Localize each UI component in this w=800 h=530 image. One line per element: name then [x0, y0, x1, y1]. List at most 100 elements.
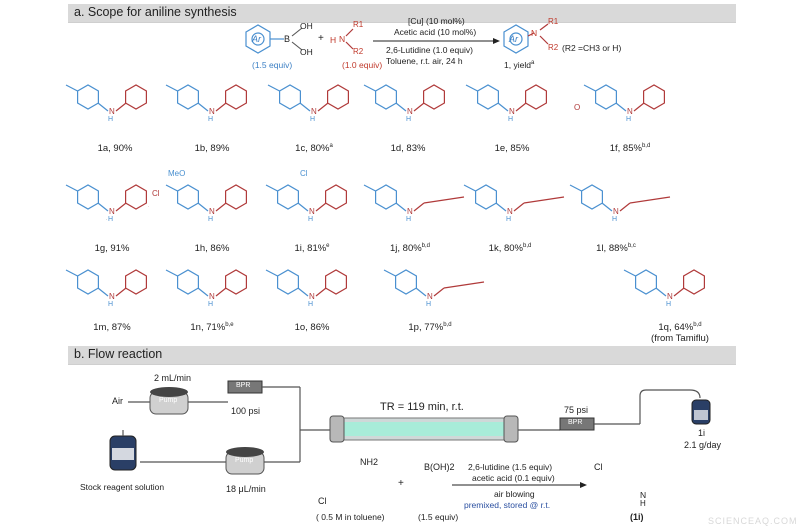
from-tamiflu: (from Tamiflu) — [651, 333, 709, 344]
compound-label-1f: 1f, 85%b,d — [609, 143, 651, 155]
eq-amine-nh2: NH2 — [360, 457, 379, 467]
amine-ring — [642, 84, 666, 110]
atom-label: N — [309, 207, 315, 216]
cond-2: Acetic acid (10 mol%) — [394, 27, 477, 37]
scheme-plus: + — [318, 33, 324, 44]
aryl-ring — [477, 84, 499, 110]
compound-label-1e: 1e, 85% — [494, 143, 530, 154]
flow-product-rate: 2.1 g/day — [684, 440, 722, 450]
atom-label: H — [666, 301, 671, 308]
amine-ring — [423, 84, 445, 110]
panel-b-header: b. Flow reaction — [68, 346, 736, 365]
compound-label-1l: 1l, 88%b,c — [596, 243, 636, 255]
atom-label: N — [209, 107, 215, 116]
watermark: SCIENCEAQ.COM — [708, 516, 798, 526]
compound-label-1b: 1b, 89% — [194, 143, 230, 154]
aryl-ring — [475, 184, 497, 210]
eq-boronic: B(OH)2 — [424, 462, 455, 472]
compound-label-1k: 1k, 80%b,d — [488, 243, 532, 255]
atom-label: MeO — [168, 169, 185, 178]
amine-h: H — [330, 35, 337, 45]
panel-a-header: a. Scope for aniline synthesis — [68, 4, 736, 23]
atom-label: N — [109, 292, 115, 301]
atom-label: N — [309, 292, 315, 301]
pump-2-label: Pump — [235, 457, 254, 464]
aryl-ring — [277, 184, 299, 210]
reagent1-oh2: OH — [300, 47, 313, 57]
aryl-ring — [594, 84, 618, 110]
aryl-ring — [395, 269, 417, 295]
amine-ring — [327, 84, 349, 110]
atom-label: N — [407, 107, 413, 116]
eq-cond-4: premixed, stored @ r.t. — [464, 500, 551, 510]
atom-label: H — [626, 116, 631, 123]
cond-3: 2,6-Lutidine (1.0 equiv) — [386, 45, 473, 55]
reagent1-oh1: OH — [300, 21, 313, 31]
amine-ring — [225, 84, 247, 110]
compound-label-1q: 1q, 64%b,d — [658, 322, 702, 334]
atom-label: N — [311, 107, 317, 116]
atom-label: H — [506, 216, 511, 223]
reactor-label: TR = 119 min, r.t. — [380, 401, 464, 413]
flow-diagram — [109, 380, 711, 488]
amine-ring — [325, 184, 347, 210]
atom-label: N — [109, 107, 115, 116]
flow-product-label: 1i — [698, 428, 706, 438]
atom-label: H — [426, 301, 431, 308]
compound-label-1g: 1g, 91% — [94, 243, 130, 254]
amine-ring — [124, 269, 147, 295]
amine-ring — [325, 269, 347, 295]
eq-amine-note: ( 0.5 M in toluene) — [316, 512, 385, 522]
atom-label: N — [509, 107, 515, 116]
eq-plus: + — [398, 478, 404, 489]
atom-label: Cl — [148, 206, 150, 208]
atom-label: H — [406, 216, 411, 223]
atom-label: H — [310, 116, 315, 123]
eq-cond-1: 2,6-lutidine (1.5 equiv) — [468, 462, 553, 472]
eq-boronic-equiv: (1.5 equiv) — [418, 512, 459, 522]
aryl-ring — [375, 84, 397, 110]
compound-label-1o: 1o, 86% — [294, 322, 330, 333]
amine-reagent-structure — [345, 28, 354, 50]
atom-label: N — [109, 207, 115, 216]
product-n: N — [531, 28, 538, 38]
aryl-ring — [76, 84, 100, 110]
amine-ring — [225, 269, 247, 295]
atom-label: Cl — [300, 169, 308, 178]
eq-product-n: N — [640, 490, 647, 500]
atom-label: H — [308, 216, 313, 223]
atom-label: N — [613, 207, 619, 216]
atom-label: N — [627, 107, 633, 116]
cond-4: Toluene, r.t. air, 24 h — [386, 56, 463, 66]
atom-label: N — [209, 292, 215, 301]
aryl-ring — [76, 184, 100, 210]
amine-equiv: (1.0 equiv) — [342, 60, 383, 70]
bpr-1-label: BPR — [236, 382, 251, 389]
amine-r2: R2 — [353, 47, 364, 56]
atom-label: N — [507, 207, 513, 216]
atom-label: H — [508, 116, 513, 123]
pump-1-label: Pump — [159, 397, 178, 404]
amine-n: N — [339, 34, 346, 44]
eq-product-cl: Cl — [594, 462, 603, 472]
compound-label-1a: 1a, 90% — [97, 143, 133, 154]
atom-label: H — [108, 116, 113, 123]
panel-b-title: b. Flow reaction — [74, 347, 163, 361]
atom-label: N — [667, 292, 673, 301]
compound-label-1d: 1d, 83% — [390, 143, 426, 154]
product-r2: R2 — [548, 43, 559, 52]
reagent1-equiv: (1.5 equiv) — [252, 60, 293, 70]
compound-label-1p: 1p, 77%b,d — [408, 322, 452, 334]
amine-ring — [524, 84, 548, 110]
compound-label-1h: 1h, 86% — [194, 243, 230, 254]
aryl-ring — [76, 269, 100, 295]
psi-100: 100 psi — [231, 406, 261, 416]
eq-amine-cl: Cl — [318, 496, 327, 506]
compound-label-1j: 1j, 80%b,d — [389, 243, 431, 255]
eq-cond-2: acetic acid (0.1 equiv) — [472, 473, 555, 483]
compound-label-1n: 1n, 71%b,e — [190, 322, 234, 334]
aryl-ring — [634, 269, 658, 295]
amine-ring — [124, 84, 147, 110]
compound-label-1i: 1i, 81%e — [294, 243, 330, 255]
